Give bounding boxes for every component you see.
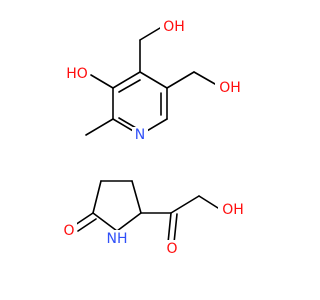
bond-c2-c3: [92, 180, 102, 214]
bond-n-c2: [92, 212, 118, 232]
bond-n1-c2-double: [118, 117, 137, 129]
bond-c5-n: [116, 212, 142, 232]
label-bg-o-keto-left: [61, 222, 77, 239]
o-keto-right-label: O: [166, 241, 177, 257]
oh-right-label: OH: [219, 80, 241, 96]
ho-left-label: HO: [66, 66, 88, 82]
bond-c3-o: [90, 74, 114, 89]
n-ring-label: N: [135, 127, 145, 143]
oh-label: OH: [222, 202, 244, 218]
bond-cketo-o-1: [167, 212, 172, 244]
bond-cketo-o-2: [173, 213, 178, 244]
bond-ch2-oh-top: [139, 27, 161, 41]
bond-c2-o-1: [74, 212, 94, 226]
label-bg-o-keto-right: [164, 240, 180, 257]
bond-ch2-oh-right: [193, 71, 216, 85]
bond-c3-c4-double: [118, 79, 141, 93]
label-bg-ho-left: [62, 66, 90, 82]
structure-canvas: HO OH OH N O NH O OH: [61, 18, 248, 257]
bond-c4-c5: [139, 71, 168, 89]
label-bg-nh: [103, 230, 131, 247]
bond-c5-ch2: [166, 71, 195, 89]
label-bg-oh: [218, 201, 248, 218]
nh-label: NH: [107, 231, 128, 247]
bond-ch2-oh: [198, 195, 219, 209]
bond-c3-c4: [112, 71, 141, 89]
label-bg-n-ring: [132, 127, 148, 143]
bond-c2-methyl: [85, 118, 114, 136]
oh-top-label: OH: [163, 19, 185, 35]
label-bg-oh-top: [160, 18, 190, 35]
bond-c2-o-2: [77, 218, 97, 232]
molecule-pyrrolidinone: O NH O OH: [61, 180, 248, 257]
o-keto-left-label: O: [63, 223, 74, 239]
bond-c4-c5: [131, 180, 142, 214]
bond-cketo-ch2: [170, 195, 200, 214]
molecule-pyridoxine: HO OH OH N: [62, 18, 245, 143]
label-bg-oh-right: [215, 79, 245, 96]
